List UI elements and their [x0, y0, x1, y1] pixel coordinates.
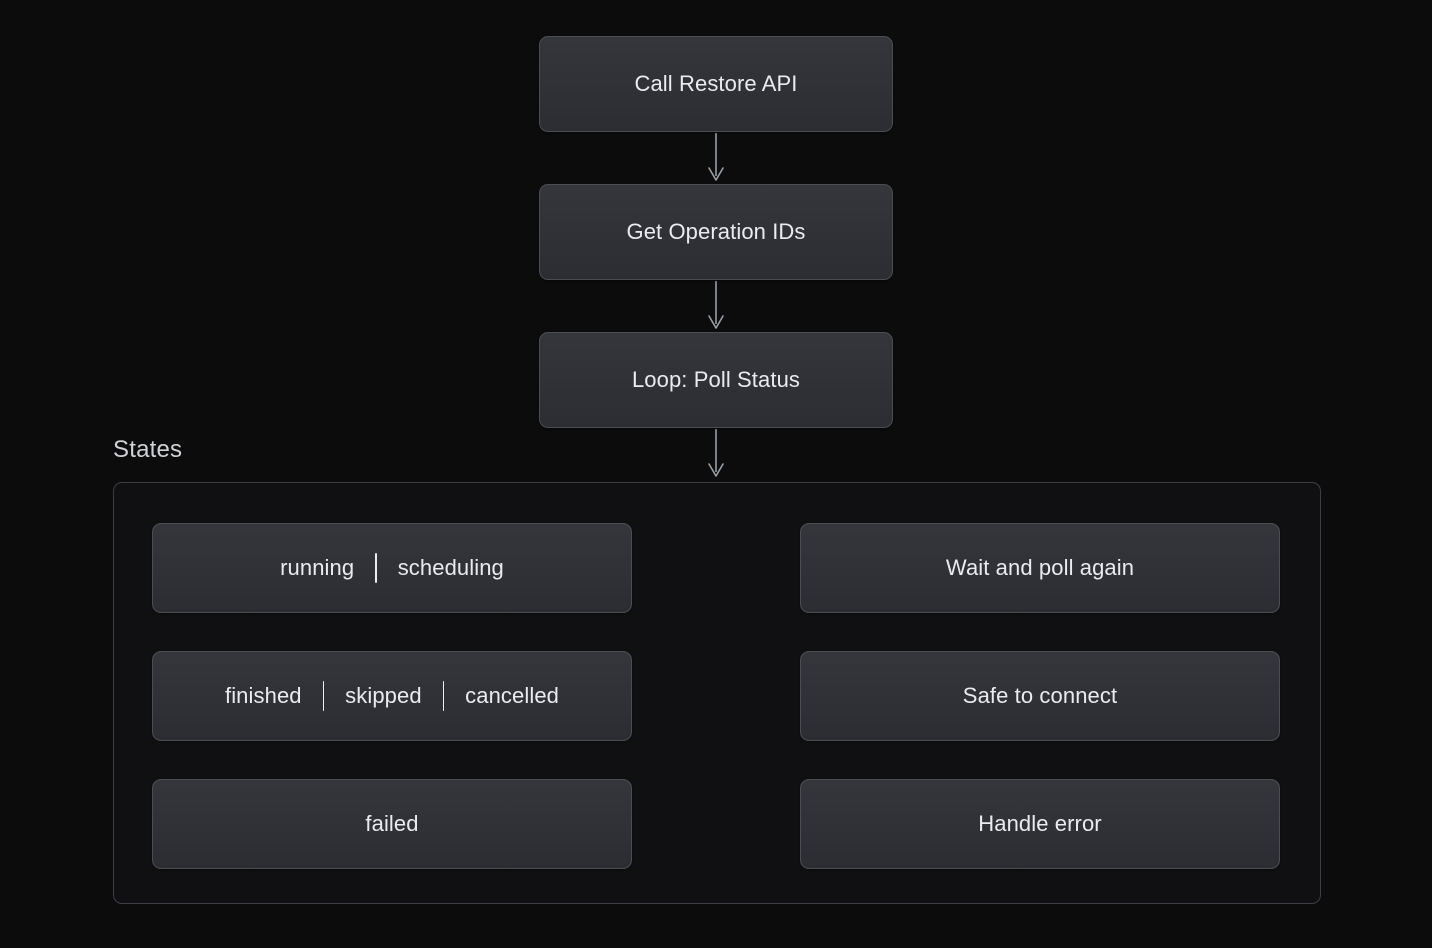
node-handle-error[interactable]: Handle error: [800, 779, 1280, 869]
node-label: Safe to connect: [962, 683, 1118, 708]
state-part: cancelled: [465, 683, 560, 708]
node-label: running scheduling: [280, 553, 504, 583]
node-call-restore-api[interactable]: Call Restore API: [539, 36, 893, 132]
node-label: Handle error: [978, 811, 1102, 836]
state-part: finished: [224, 683, 302, 708]
node-state-failed[interactable]: failed: [152, 779, 632, 869]
node-label: Call Restore API: [634, 71, 798, 96]
edge-loop-to-states: [708, 429, 724, 477]
node-label: Loop: Poll Status: [631, 367, 801, 392]
node-label: Wait and poll again: [945, 555, 1135, 580]
edge-call-to-getops: [708, 133, 724, 181]
state-part: scheduling: [397, 555, 504, 580]
node-label: Get Operation IDs: [626, 219, 806, 244]
node-get-operation-ids[interactable]: Get Operation IDs: [539, 184, 893, 280]
state-part: skipped: [345, 683, 422, 708]
subgraph-title-states: States: [113, 436, 183, 463]
state-separator-icon: [322, 681, 325, 711]
node-loop-poll-status[interactable]: Loop: Poll Status: [539, 332, 893, 428]
node-wait-and-poll-again[interactable]: Wait and poll again: [800, 523, 1280, 613]
state-separator-icon: [375, 553, 377, 583]
node-safe-to-connect[interactable]: Safe to connect: [800, 651, 1280, 741]
state-part: running: [280, 555, 355, 580]
node-label: finished skipped cancelled: [225, 681, 559, 711]
state-separator-icon: [442, 681, 445, 711]
edge-getops-to-loop: [708, 281, 724, 329]
node-state-running-scheduling[interactable]: running scheduling: [152, 523, 632, 613]
node-label: failed: [365, 811, 419, 836]
node-state-finished-skipped-cancelled[interactable]: finished skipped cancelled: [152, 651, 632, 741]
